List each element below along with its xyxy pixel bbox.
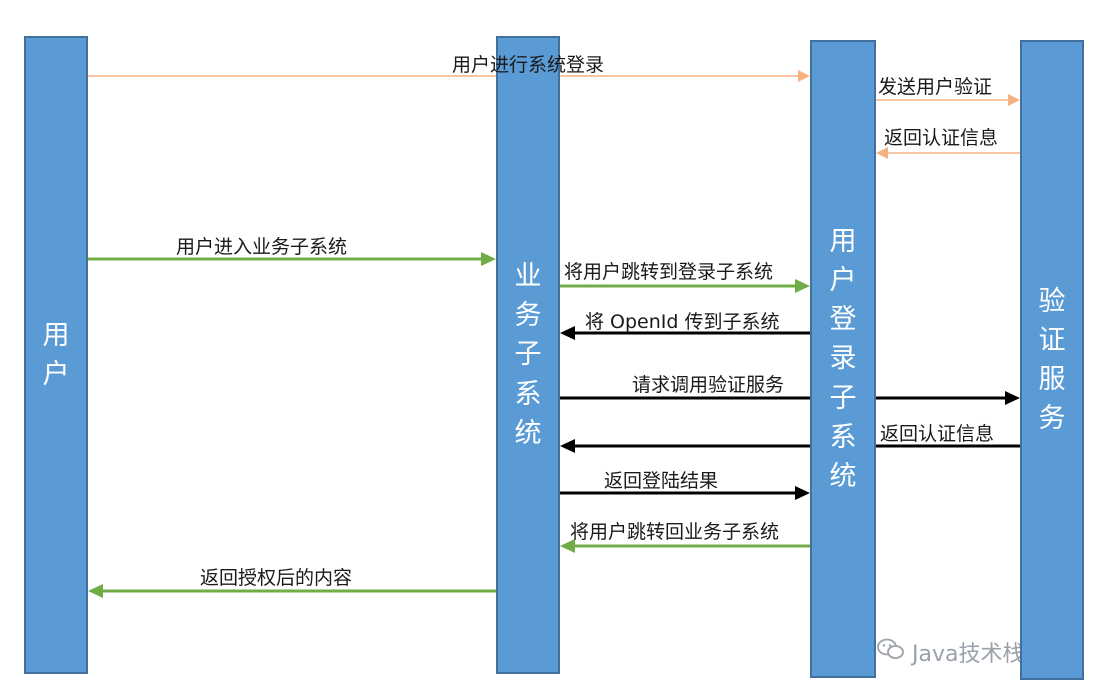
arrow-head <box>560 439 575 453</box>
message-arrow <box>560 439 1020 453</box>
message-label: 用户进行系统登录 <box>452 54 605 76</box>
arrow-head <box>876 147 888 159</box>
arrow-head <box>1008 94 1020 106</box>
message-label: 发送用户验证 <box>878 76 993 98</box>
arrow-head <box>560 539 575 553</box>
lane-login-subsystem: 用户登录子系统 <box>810 40 876 678</box>
arrow-head <box>795 279 810 293</box>
lane-business-subsystem-label: 业务子系统 <box>514 261 542 449</box>
message-arrow <box>560 391 1020 405</box>
arrow-head <box>481 252 496 266</box>
message-label: 将 OpenId 传到子系统 <box>585 311 780 333</box>
lane-user: 用户 <box>24 36 88 674</box>
lane-user-label: 用户 <box>42 319 70 390</box>
message-label: 返回认证信息 <box>884 127 999 149</box>
watermark: Java技术栈 <box>876 636 1024 668</box>
lane-login-subsystem-label: 用户登录子系统 <box>829 226 857 492</box>
lane-auth-service: 验证服务 <box>1020 40 1084 680</box>
wechat-icon <box>876 637 906 667</box>
lane-business-subsystem: 业务子系统 <box>496 36 560 674</box>
message-arrow <box>88 252 496 266</box>
arrow-head <box>560 326 575 340</box>
message-arrow <box>560 326 810 340</box>
message-label: 用户进入业务子系统 <box>176 236 348 258</box>
message-label: 将用户跳转回业务子系统 <box>570 521 780 543</box>
message-arrow <box>88 70 810 82</box>
message-label: 将用户跳转到登录子系统 <box>564 261 774 283</box>
message-label: 请求调用验证服务 <box>632 374 785 396</box>
message-arrow <box>560 279 810 293</box>
arrow-head <box>795 486 810 500</box>
arrow-head <box>798 70 810 82</box>
message-label: 返回登陆结果 <box>604 470 719 492</box>
message-arrow <box>560 539 810 553</box>
message-label: 返回认证信息 <box>880 423 995 445</box>
watermark-text: Java技术栈 <box>912 642 1025 667</box>
message-arrow <box>88 584 496 598</box>
message-label: 返回授权后的内容 <box>200 567 353 589</box>
lane-auth-service-label: 验证服务 <box>1038 285 1066 435</box>
message-arrow <box>560 486 810 500</box>
message-arrow <box>876 94 1020 106</box>
arrow-head <box>88 584 103 598</box>
arrow-head <box>1005 391 1020 405</box>
message-arrow <box>876 147 1020 159</box>
